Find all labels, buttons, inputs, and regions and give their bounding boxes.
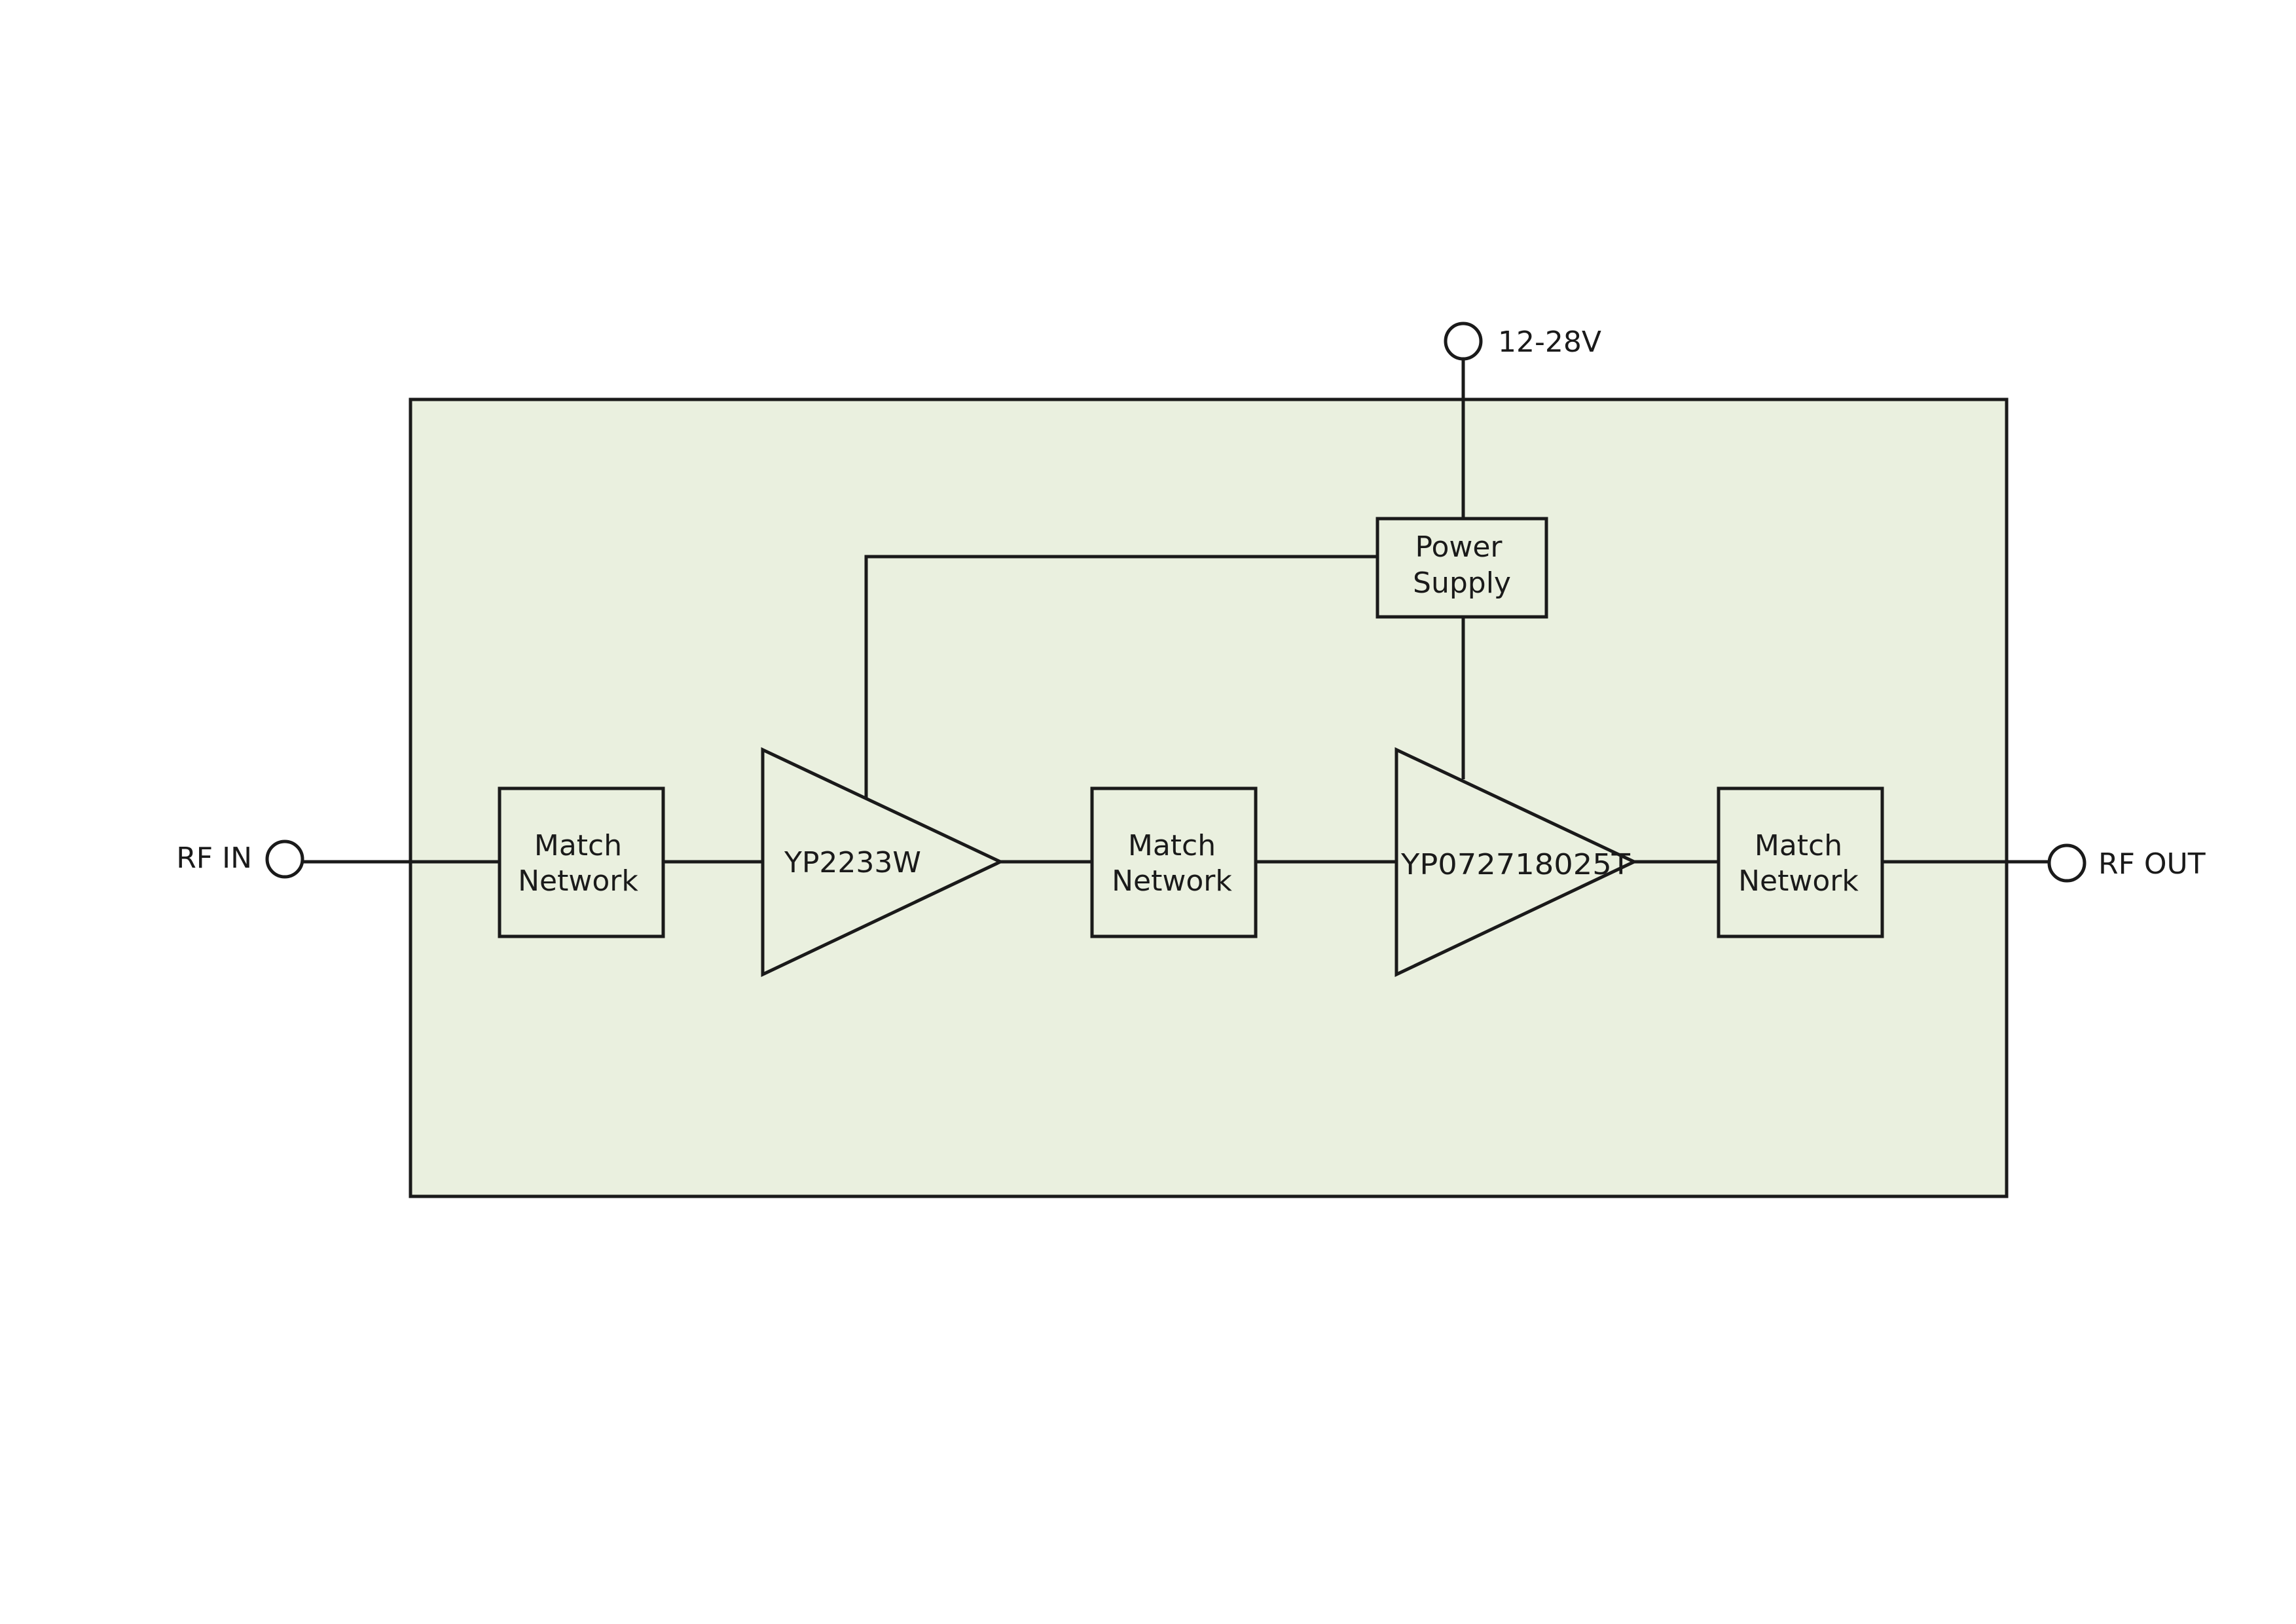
rf-in-terminal [265, 840, 304, 879]
amplifier-stage-2-label: YP072718025T [1400, 848, 1630, 881]
amplifier-stage-2 [1394, 747, 1638, 977]
supply-label: 12-28V [1498, 325, 1601, 359]
match-network-3 [1717, 786, 1884, 938]
rf-in-label: RF IN [176, 841, 252, 875]
match-network-2-label-line2: Network [1112, 864, 1232, 898]
match-network-1-label-line2: Network [518, 864, 638, 898]
rf-out-terminal [2047, 843, 2086, 883]
match-network-2-label-line1: Match [1128, 829, 1216, 862]
supply-terminal [1444, 322, 1483, 361]
match-network-1-label-line1: Match [534, 829, 622, 862]
wire-ps-amp1 [864, 555, 1377, 799]
match-network-3-label-line2: Network [1738, 864, 1859, 898]
amplifier-stage-1 [761, 747, 1004, 977]
rf-out-label: RF OUT [2098, 847, 2206, 881]
power-supply-label-line2: Supply [1413, 566, 1511, 600]
power-supply-label-line1: Power [1415, 530, 1503, 564]
match-network-3-label-line1: Match [1755, 829, 1842, 862]
match-network-1 [498, 786, 665, 938]
power-supply-block [1376, 517, 1548, 619]
match-network-2 [1090, 786, 1258, 938]
amplifier-stage-1-label: YP2233W [784, 846, 921, 879]
